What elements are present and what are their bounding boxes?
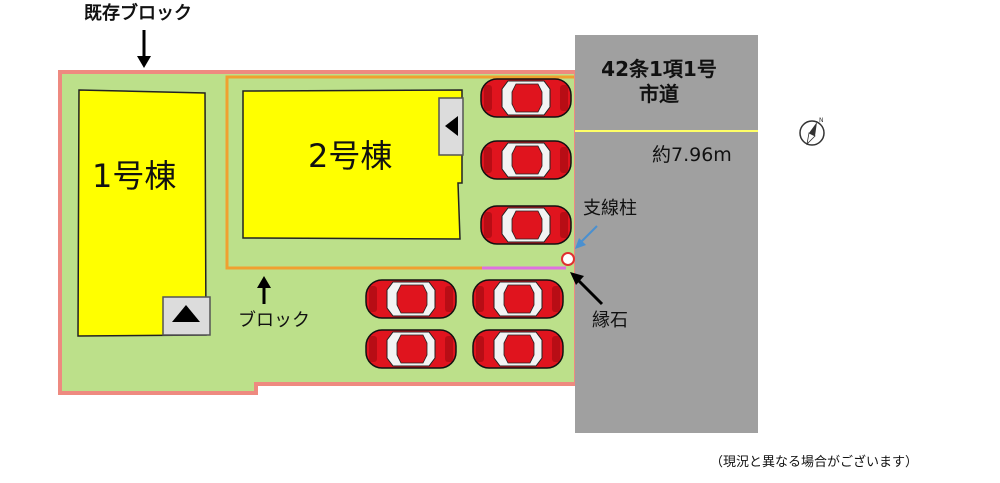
car-icon [365,329,457,369]
car-icon [480,78,572,118]
existing-block-label: 既存ブロック [84,3,192,24]
entrance-arrow-up-icon [162,296,211,336]
car-icon [480,205,572,245]
utility-pole [561,252,575,266]
existing-block-arrow [137,30,151,68]
compass-icon: N [799,117,825,146]
road-name-label: 市道 [639,82,679,106]
block-arrow [257,276,271,304]
car-icon [472,279,564,319]
curb-arrow [570,272,604,306]
car-icon [472,329,564,369]
road-type-label: 42条1項1号 [601,57,717,81]
building-2-label: 2号棟 [308,137,393,175]
building-1-label: 1号棟 [92,157,177,195]
road [575,35,758,433]
disclaimer-note: （現況と異なる場合がございます） [710,455,919,470]
pole-arrow [575,225,598,249]
building-2 [242,89,463,240]
utility-pole-label: 支線柱 [583,198,637,219]
block-label: ブロック [238,310,310,331]
curb-label: 縁石 [592,310,628,331]
svg-text:N: N [819,117,824,124]
car-icon [365,279,457,319]
road-width-label: 約7.96m [652,144,732,166]
block-wall [225,75,574,270]
road-label: 42条1項1号 市道 [594,57,724,107]
entrance-arrow-left-icon [438,97,464,156]
car-icon [480,140,572,180]
